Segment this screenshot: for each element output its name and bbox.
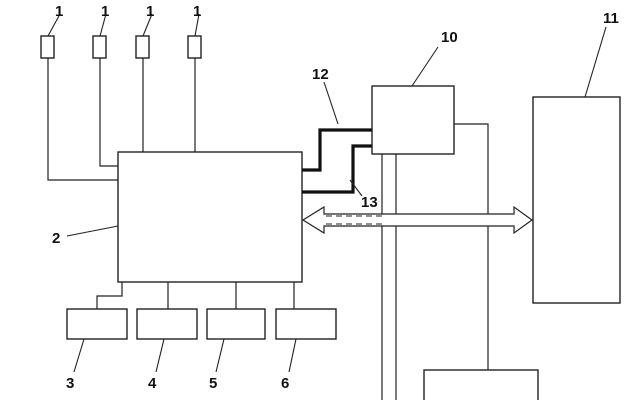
module-wires <box>96 282 295 309</box>
label-module-5: 5 <box>209 375 217 392</box>
module-5-box <box>206 308 266 340</box>
link-13-label-lead <box>349 179 363 197</box>
sensor-group <box>40 35 202 59</box>
module-4-box <box>136 308 198 340</box>
label-module-4: 4 <box>148 375 157 392</box>
module-label-leads <box>73 338 297 373</box>
bidirectional-arrow <box>301 205 534 235</box>
unit-11-label-lead <box>584 26 607 98</box>
sensor-1d <box>187 35 202 59</box>
label-sensor-1a: 1 <box>55 3 63 20</box>
label-unit-11: 11 <box>603 10 619 27</box>
label-unit-10: 10 <box>441 29 458 46</box>
label-sensor-1d: 1 <box>193 3 201 20</box>
unit-11-box <box>532 96 621 304</box>
label-sensor-1b: 1 <box>101 3 109 20</box>
controller-box <box>117 151 303 283</box>
link-13 <box>302 144 372 194</box>
label-module-6: 6 <box>281 375 289 392</box>
sensor-wires <box>47 58 196 181</box>
sensor-1b <box>92 35 107 59</box>
unit-10-box <box>371 85 455 155</box>
module-3-box <box>66 308 128 340</box>
link-12 <box>302 128 372 172</box>
label-module-3: 3 <box>66 375 74 392</box>
sensor-1a <box>40 35 55 59</box>
label-controller: 2 <box>52 230 60 247</box>
module-6-box <box>275 308 337 340</box>
sensor-1c <box>135 35 150 59</box>
unit-10-label-lead <box>411 46 439 87</box>
vertical-bus <box>381 123 489 400</box>
sensor-label-leads <box>47 13 200 37</box>
label-sensor-1c: 1 <box>146 3 154 20</box>
controller-label-lead <box>66 225 119 237</box>
label-link-12: 12 <box>312 66 329 83</box>
link-12-label-lead <box>323 81 339 125</box>
label-link-13: 13 <box>361 194 378 211</box>
bottom-unit-box <box>423 369 539 400</box>
